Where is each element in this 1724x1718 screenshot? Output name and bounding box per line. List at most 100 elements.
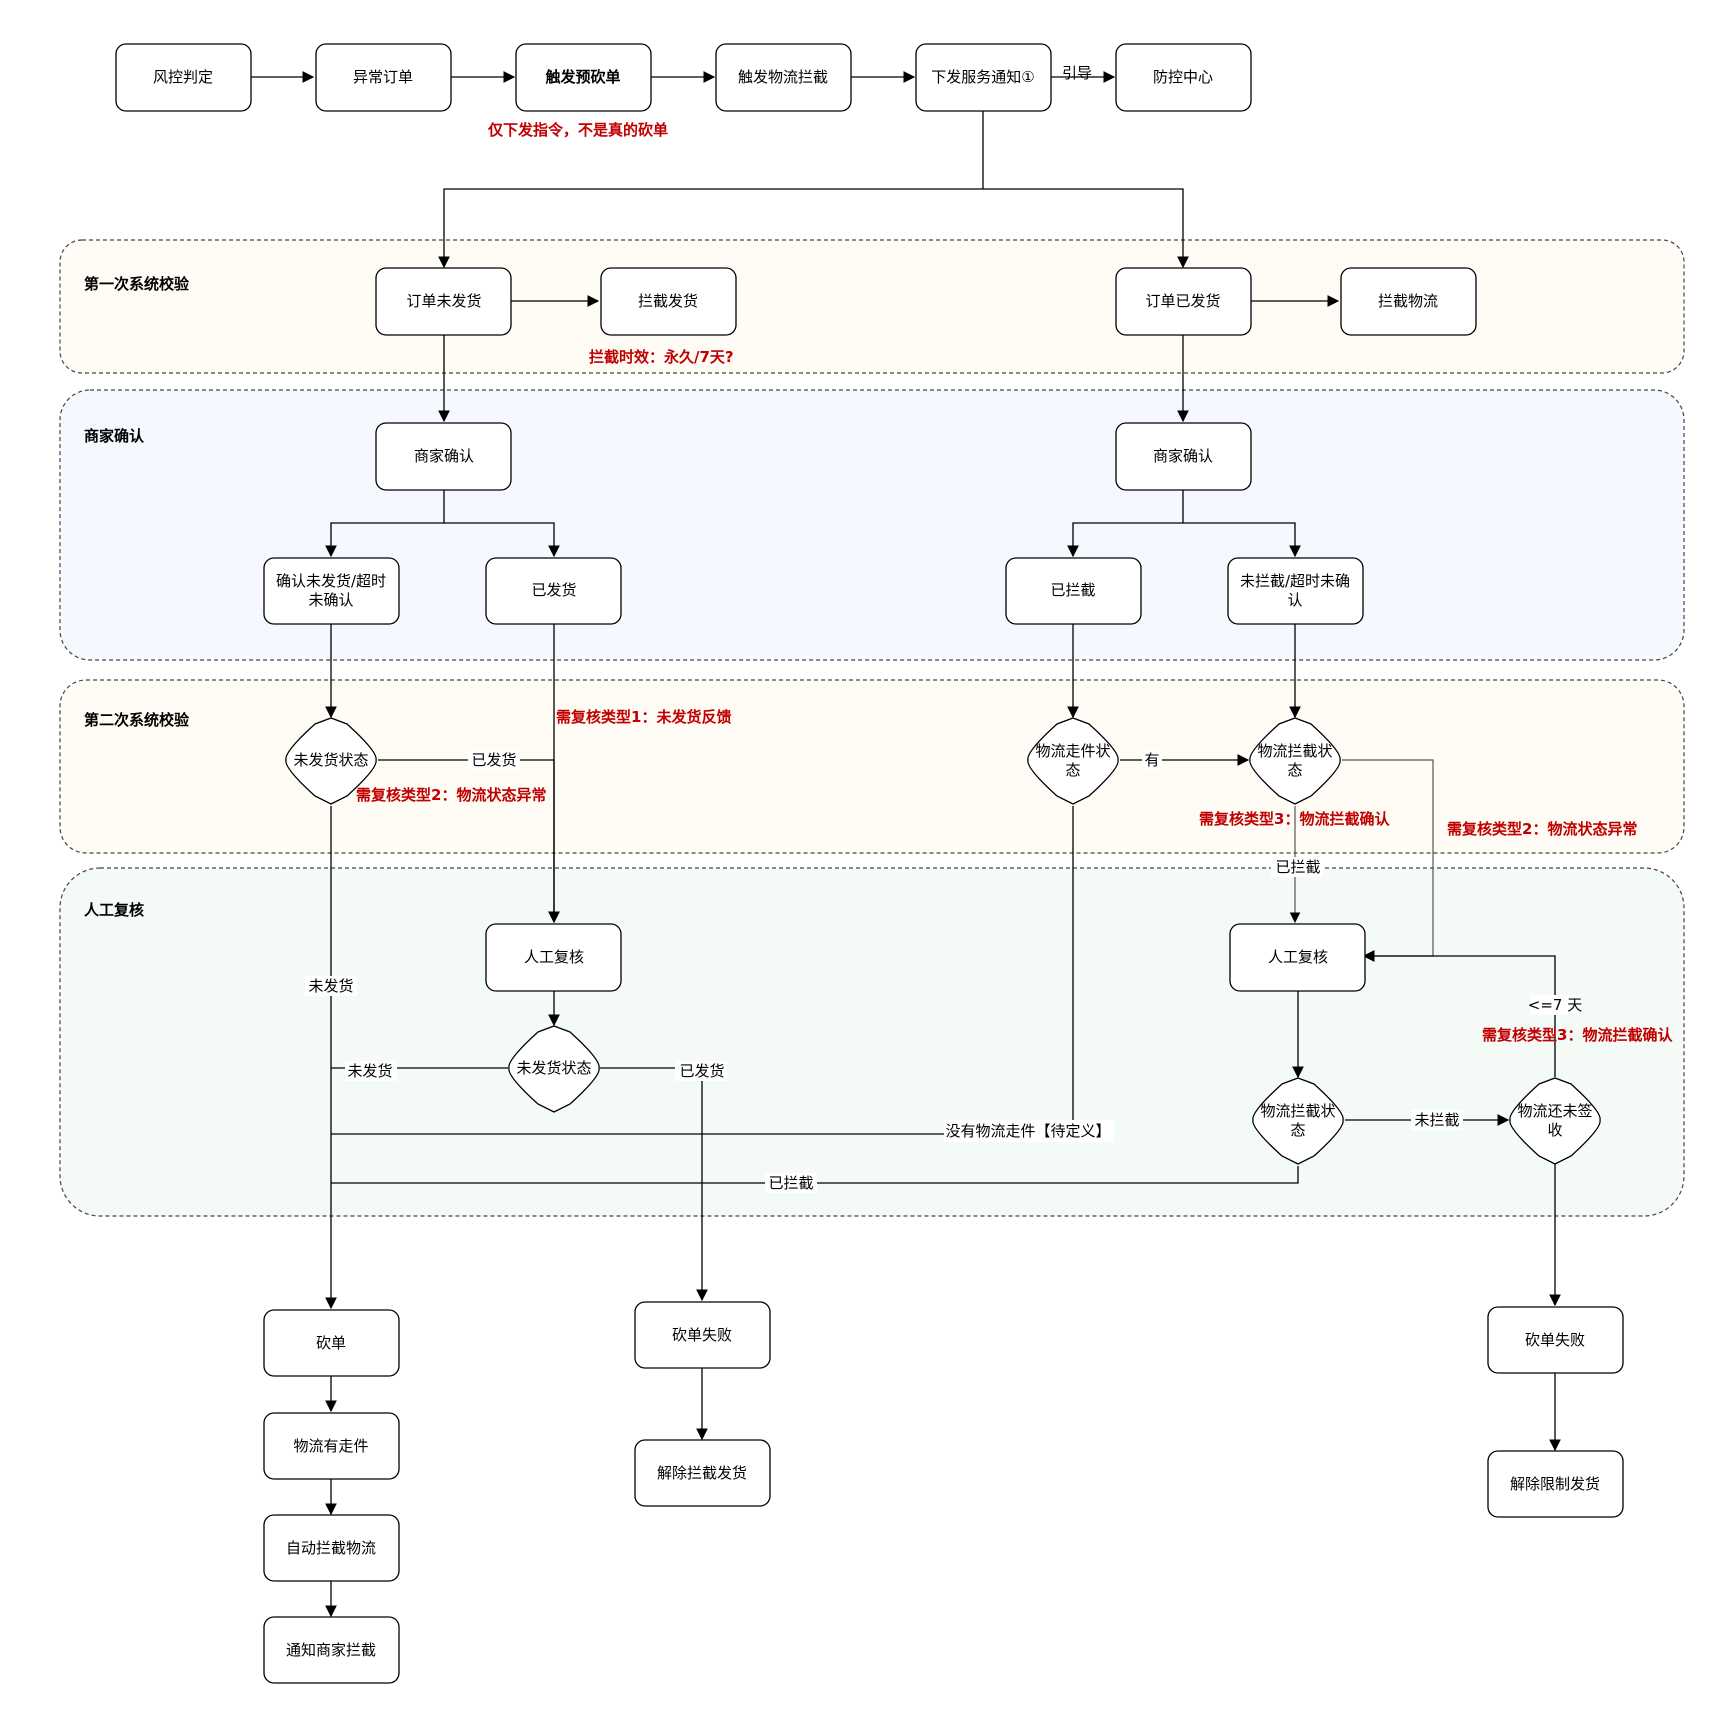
- node-control-center-label: 防控中心: [1153, 68, 1213, 86]
- decision-unshipped-status-1-label: 未发货状态: [293, 751, 368, 769]
- node-cut-order[interactable]: 砍单: [263, 1309, 400, 1377]
- node-shipped-label: 已发货: [531, 581, 576, 599]
- node-auto-intercept-logistics[interactable]: 自动拦截物流: [263, 1514, 400, 1582]
- node-release-intercept-shipping-label: 解除拦截发货: [657, 1464, 747, 1482]
- node-merchant-confirm-left[interactable]: 商家确认: [375, 422, 512, 491]
- decision-logistics-intercept-status-1[interactable]: 物流拦截状 态: [1249, 717, 1341, 805]
- node-not-intercepted-timeout-line1: 未拦截/超时未确: [1240, 572, 1350, 590]
- node-merchant-confirm-right[interactable]: 商家确认: [1115, 422, 1252, 491]
- node-manual-review-right[interactable]: 人工复核: [1229, 923, 1366, 992]
- lane-manual-review: 人工复核: [59, 867, 1685, 1217]
- edge-label-guide: 引导: [1062, 64, 1092, 82]
- node-send-service-notice[interactable]: 下发服务通知①: [915, 43, 1052, 112]
- edge-label-has: 有: [1144, 751, 1159, 769]
- node-merchant-confirm-left-label: 商家确认: [414, 447, 474, 465]
- node-send-service-notice-label: 下发服务通知①: [931, 68, 1034, 86]
- edge-label-intercepted-b: 已拦截: [768, 1174, 813, 1192]
- edge-label-not-intercepted: 未拦截: [1414, 1111, 1459, 1129]
- node-shipped[interactable]: 已发货: [485, 557, 622, 625]
- decision-logistics-not-signed-line2: 收: [1547, 1121, 1562, 1139]
- node-cut-failed-mid[interactable]: 砍单失败: [634, 1301, 771, 1369]
- decision-logistics-intercept-status-2-line1: 物流拦截状: [1260, 1102, 1335, 1120]
- edge-label-shipped-a: 已发货: [471, 751, 516, 769]
- node-order-shipped[interactable]: 订单已发货: [1115, 267, 1252, 336]
- decision-unshipped-status-2[interactable]: 未发货状态: [508, 1025, 600, 1113]
- node-trigger-logistics-intercept-label: 触发物流拦截: [738, 68, 828, 86]
- node-cut-failed-mid-label: 砍单失败: [672, 1326, 732, 1344]
- node-merchant-confirm-right-label: 商家确认: [1153, 447, 1213, 465]
- decision-unshipped-status-2-label: 未发货状态: [516, 1059, 591, 1077]
- node-cut-failed-right[interactable]: 砍单失败: [1487, 1306, 1624, 1374]
- decision-logistics-moving-status-line2: 态: [1065, 761, 1080, 779]
- edge-merchant-to-intercepted: [1067, 490, 1184, 558]
- node-abnormal-order-label: 异常订单: [353, 68, 413, 86]
- node-risk-judge[interactable]: 风控判定: [115, 43, 252, 112]
- node-intercept-logistics-label: 拦截物流: [1378, 292, 1438, 310]
- lane-second-system-check-label: 第二次系统校验: [84, 711, 190, 729]
- node-cut-failed-right-label: 砍单失败: [1525, 1331, 1585, 1349]
- node-manual-review-left-label: 人工复核: [524, 948, 584, 966]
- node-trigger-pre-cut-label: 触发预砍单: [545, 68, 620, 86]
- lane-second-system-check: 第二次系统校验: [59, 679, 1685, 854]
- node-cut-order-label: 砍单: [316, 1334, 346, 1352]
- node-order-shipped-label: 订单已发货: [1145, 292, 1220, 310]
- node-intercept-logistics[interactable]: 拦截物流: [1340, 267, 1477, 336]
- node-release-restrict-shipping-label: 解除限制发货: [1510, 1475, 1600, 1493]
- lane-manual-review-label: 人工复核: [84, 901, 144, 919]
- annotations: 仅下发指令，不是真的砍单 拦截时效：永久/7天? 需复核类型1：未发货反馈 需复…: [356, 121, 1673, 1044]
- node-manual-review-left[interactable]: 人工复核: [485, 923, 622, 992]
- decision-unshipped-status-1[interactable]: 未发货状态: [285, 717, 377, 805]
- node-not-intercepted-timeout-line2: 认: [1287, 591, 1302, 609]
- decision-logistics-moving-status[interactable]: 物流走件状 态: [1027, 717, 1119, 805]
- decision-logistics-not-signed[interactable]: 物流还未签 收: [1509, 1077, 1601, 1165]
- edge-merchant-to-not-intercepted: [1183, 522, 1301, 558]
- annotation-review-type2-left: 需复核类型2：物流状态异常: [356, 786, 546, 804]
- node-intercept-shipping[interactable]: 拦截发货: [600, 267, 737, 336]
- annotation-review-type2-right: 需复核类型2：物流状态异常: [1447, 820, 1637, 838]
- edge-label-shipped-b: 已发货: [679, 1062, 724, 1080]
- node-order-unshipped-label: 订单未发货: [406, 292, 481, 310]
- edge-merchant-to-confirm-unshipped: [325, 490, 445, 558]
- node-risk-judge-label: 风控判定: [153, 68, 213, 86]
- decision-logistics-intercept-status-2-line2: 态: [1290, 1121, 1305, 1139]
- node-intercepted-label: 已拦截: [1050, 581, 1095, 599]
- lane-manual-review-bg: [59, 867, 1685, 1217]
- annotation-only-command: 仅下发指令，不是真的砍单: [487, 121, 668, 139]
- annotation-review-type3-right: 需复核类型3：物流拦截确认: [1482, 1026, 1673, 1044]
- edge-signed-within7-to-manual: [1362, 950, 1556, 1077]
- node-order-unshipped[interactable]: 订单未发货: [375, 267, 512, 336]
- node-trigger-pre-cut[interactable]: 触发预砍单: [515, 43, 652, 112]
- decision-logistics-intercept-status-2[interactable]: 物流拦截状 态: [1252, 1077, 1344, 1165]
- lane-second-system-check-bg: [59, 679, 1685, 854]
- node-intercepted[interactable]: 已拦截: [1005, 557, 1142, 625]
- node-notify-merchant-intercept-label: 通知商家拦截: [286, 1641, 376, 1659]
- node-abnormal-order[interactable]: 异常订单: [315, 43, 452, 112]
- edge-status-intercepted-to-cut: [331, 1166, 1299, 1184]
- node-release-restrict-shipping[interactable]: 解除限制发货: [1487, 1450, 1624, 1518]
- edge-labels: 引导 已发货 有 已拦截 未发货 未发货 已发货 没有物流走件【待定义】 未拦截…: [305, 64, 1582, 1193]
- node-confirm-unshipped-timeout-line1: 确认未发货/超时: [276, 572, 386, 590]
- decision-logistics-intercept-status-1-line2: 态: [1287, 761, 1302, 779]
- node-trigger-logistics-intercept[interactable]: 触发物流拦截: [715, 43, 852, 112]
- node-logistics-has-moving[interactable]: 物流有走件: [263, 1412, 400, 1480]
- node-confirm-unshipped-timeout-line2: 未确认: [308, 591, 353, 609]
- node-notify-merchant-intercept[interactable]: 通知商家拦截: [263, 1616, 400, 1684]
- node-auto-intercept-logistics-label: 自动拦截物流: [286, 1539, 376, 1557]
- lane-first-system-check-label: 第一次系统校验: [84, 275, 190, 293]
- node-intercept-shipping-label: 拦截发货: [638, 292, 698, 310]
- annotation-review-type3-mid: 需复核类型3：物流拦截确认: [1199, 810, 1390, 828]
- node-manual-review-right-label: 人工复核: [1268, 948, 1328, 966]
- edge-label-no-logistics: 没有物流走件【待定义】: [945, 1122, 1110, 1140]
- node-release-intercept-shipping[interactable]: 解除拦截发货: [634, 1439, 771, 1507]
- node-confirm-unshipped-timeout[interactable]: 确认未发货/超时 未确认: [263, 557, 400, 625]
- node-control-center[interactable]: 防控中心: [1115, 43, 1252, 112]
- edge-status1-shipped-to-manual: [378, 759, 560, 924]
- decision-logistics-moving-status-line1: 物流走件状: [1035, 742, 1110, 760]
- node-logistics-has-moving-label: 物流有走件: [293, 1437, 368, 1455]
- decision-logistics-intercept-status-1-line1: 物流拦截状: [1257, 742, 1332, 760]
- node-not-intercepted-timeout[interactable]: 未拦截/超时未确 认: [1227, 557, 1364, 625]
- annotation-intercept-validity: 拦截时效：永久/7天?: [589, 348, 734, 366]
- edge-merchant-to-shipped: [444, 522, 560, 558]
